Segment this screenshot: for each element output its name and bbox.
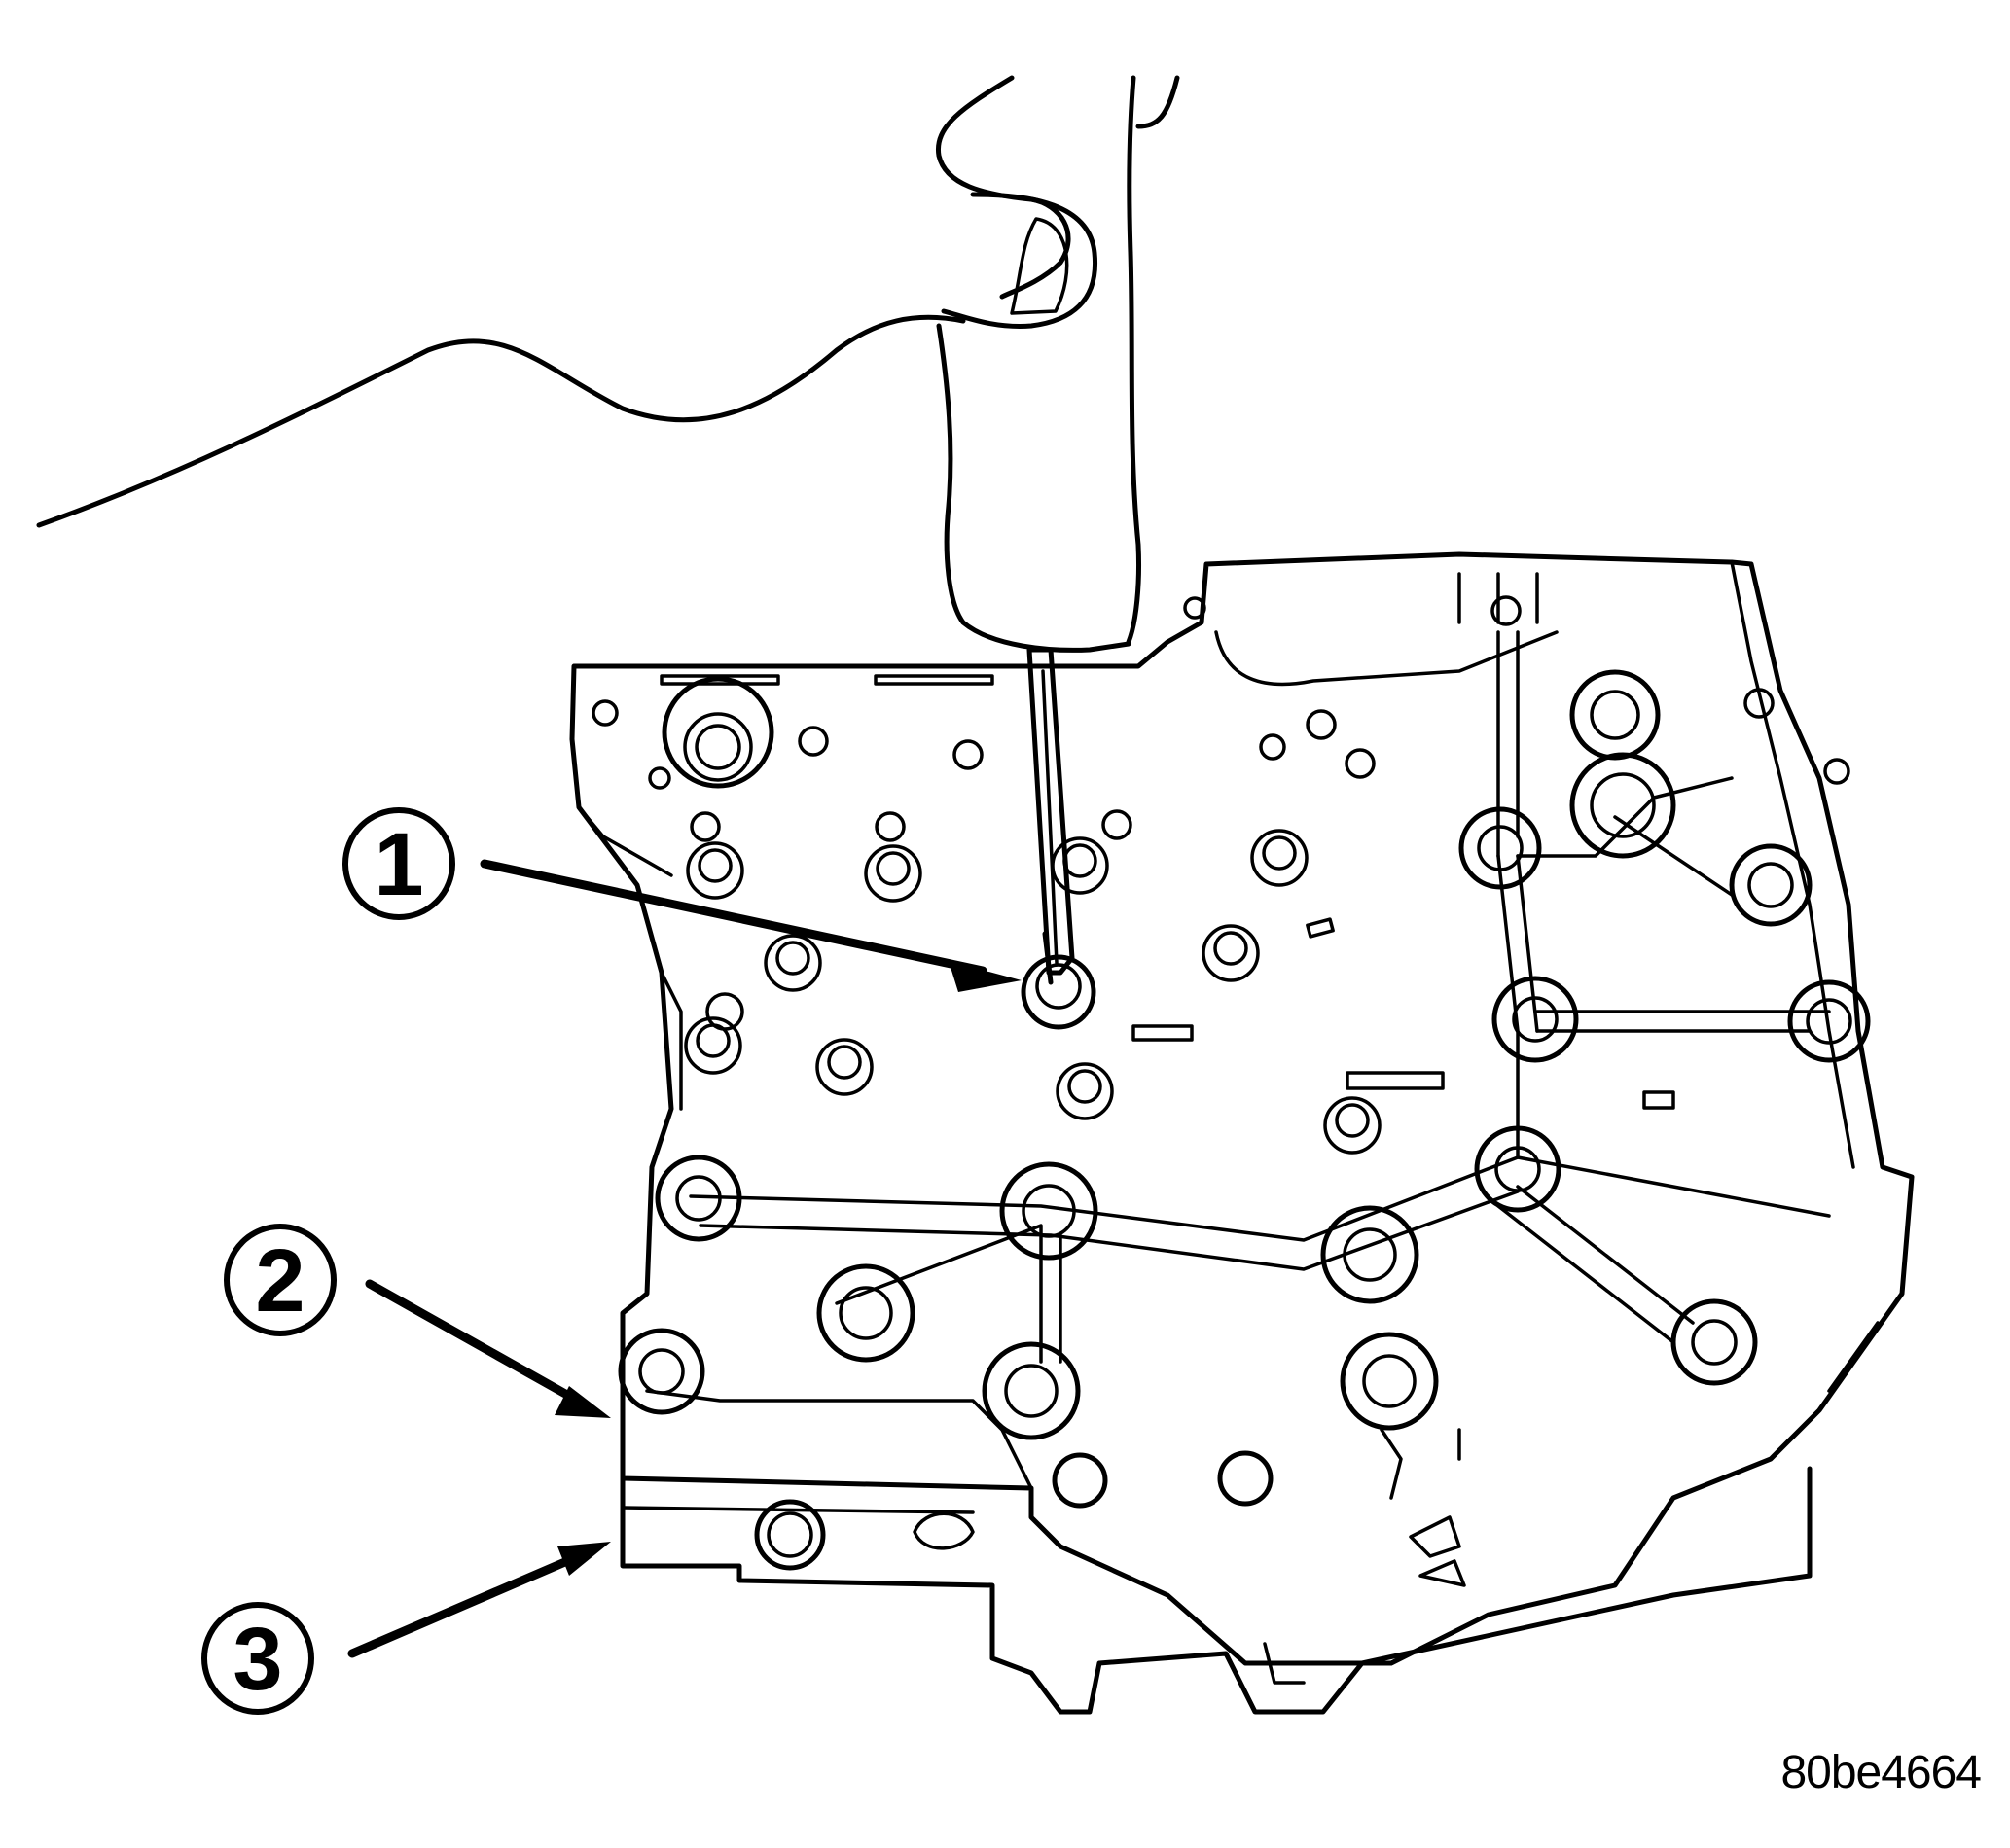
arrow-head-1 <box>949 961 1022 992</box>
bosses <box>592 595 1871 1509</box>
callout-1: 1 <box>342 807 455 920</box>
screwdriver <box>1026 647 1075 985</box>
arrow-head-2 <box>555 1386 611 1418</box>
arrow-head-3 <box>557 1542 611 1576</box>
figure-id: 80be4664 <box>1780 1747 1982 1798</box>
callout-3-label: 3 <box>233 1610 282 1709</box>
callout-arrows <box>347 859 1022 1658</box>
hand-drawing <box>36 75 1180 653</box>
callout-2-label: 2 <box>255 1231 305 1331</box>
callout-2: 2 <box>224 1224 337 1336</box>
callout-1-label: 1 <box>374 815 423 914</box>
lower-plate <box>620 1466 1813 1715</box>
callout-3: 3 <box>201 1602 314 1715</box>
valve-body-casting <box>569 551 1915 1666</box>
